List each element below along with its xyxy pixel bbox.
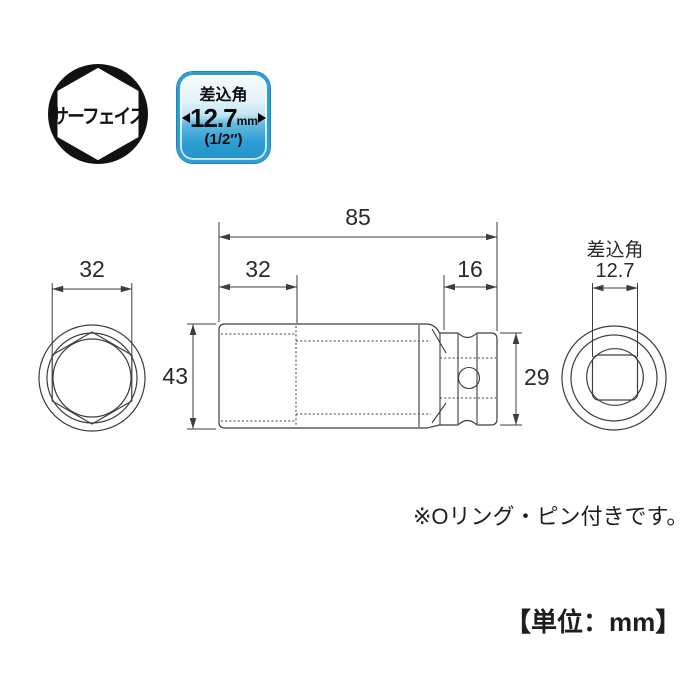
- front-outer-circle: [38, 324, 146, 432]
- overall-length-label: 85: [345, 204, 371, 230]
- drive-length-label: 16: [457, 256, 483, 282]
- badge-size-row: 12.7 mm: [180, 105, 267, 131]
- hexagon-logo-icon: [57, 68, 139, 160]
- front-bore-circle: [52, 338, 132, 418]
- side-view-details: [418, 325, 481, 427]
- badge-size-inch: (1/2″): [204, 131, 243, 148]
- dim-overall-length: [218, 222, 498, 331]
- right-arrow-icon: [257, 113, 266, 123]
- dim-drive-diameter: [500, 332, 522, 426]
- badge-title: 差込角: [199, 87, 248, 104]
- bore-depth-label: 32: [245, 256, 271, 282]
- front-hex-width-label: 32: [79, 256, 105, 282]
- rear-chamfer-circle: [570, 334, 658, 422]
- body-diameter-label: 43: [162, 363, 188, 389]
- rear-drive-angle-label: 差込角: [586, 239, 643, 261]
- oring-pin-note: ※Oリング・ピン付きです。: [413, 504, 689, 529]
- drive-diameter-label: 29: [524, 364, 550, 390]
- shoulder-cone-bottom: [431, 402, 447, 424]
- brand-logo: サーフェイス: [48, 64, 148, 164]
- hidden-lines: [221, 326, 496, 426]
- front-chamfer-circle: [46, 332, 138, 424]
- rear-drive-size-label: 12.7: [596, 260, 635, 282]
- socket-side-outline: [218, 323, 498, 429]
- badge-size-value: 12.7: [190, 103, 238, 133]
- dim-body-diameter: [187, 323, 216, 430]
- front-hex-view: [38, 324, 146, 432]
- dim-drive-size: [592, 283, 638, 357]
- rear-outer-circle: [561, 325, 667, 431]
- shoulder-cone-top: [431, 328, 447, 354]
- dim-drive-length: [443, 275, 497, 330]
- brand-name: サーフェイス: [51, 105, 146, 128]
- front-hex-bore: [51, 331, 133, 425]
- rear-square-hole: [591, 354, 639, 401]
- drive-size-badge: 差込角 12.7 mm (1/2″): [177, 72, 270, 163]
- front-hex-dimension: [51, 283, 133, 358]
- pin-hole: [457, 366, 481, 390]
- left-arrow-icon: [182, 113, 190, 123]
- rear-square-view: [561, 325, 667, 431]
- unit-caption: 【単位：mm】: [505, 607, 682, 637]
- badge-size-unit: mm: [236, 114, 258, 128]
- dim-bore-depth: [219, 275, 298, 323]
- rear-relief-circle: [586, 348, 644, 406]
